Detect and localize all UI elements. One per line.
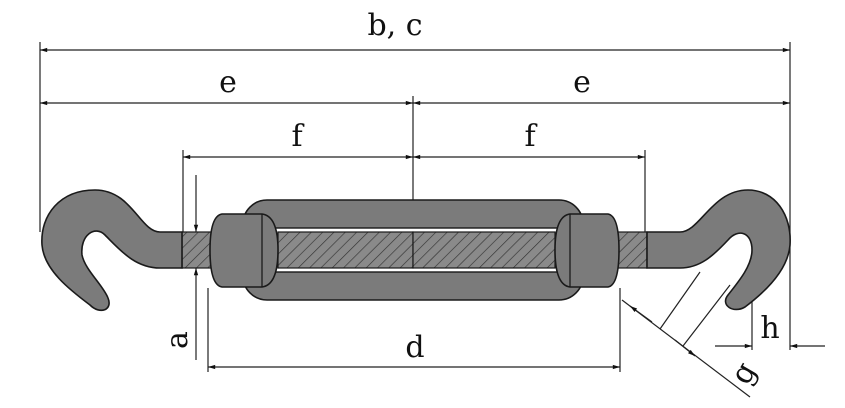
extension-lines — [39, 42, 791, 372]
dimension-lines — [40, 47, 825, 398]
label-f-left: f — [291, 119, 304, 154]
turnbuckle-body — [242, 199, 584, 301]
label-b-c: b, c — [367, 8, 422, 43]
right-nut — [554, 213, 620, 288]
label-a: a — [160, 331, 195, 349]
right-shank — [616, 231, 648, 269]
left-hook — [41, 189, 183, 312]
label-g: g — [724, 356, 764, 390]
right-hook — [646, 189, 791, 311]
label-f-right: f — [524, 119, 537, 154]
label-e-left: e — [219, 65, 237, 100]
left-shank — [181, 231, 213, 269]
label-e-right: e — [573, 65, 591, 100]
left-nut — [209, 213, 279, 288]
label-h: h — [760, 311, 779, 346]
label-d: d — [405, 330, 424, 365]
